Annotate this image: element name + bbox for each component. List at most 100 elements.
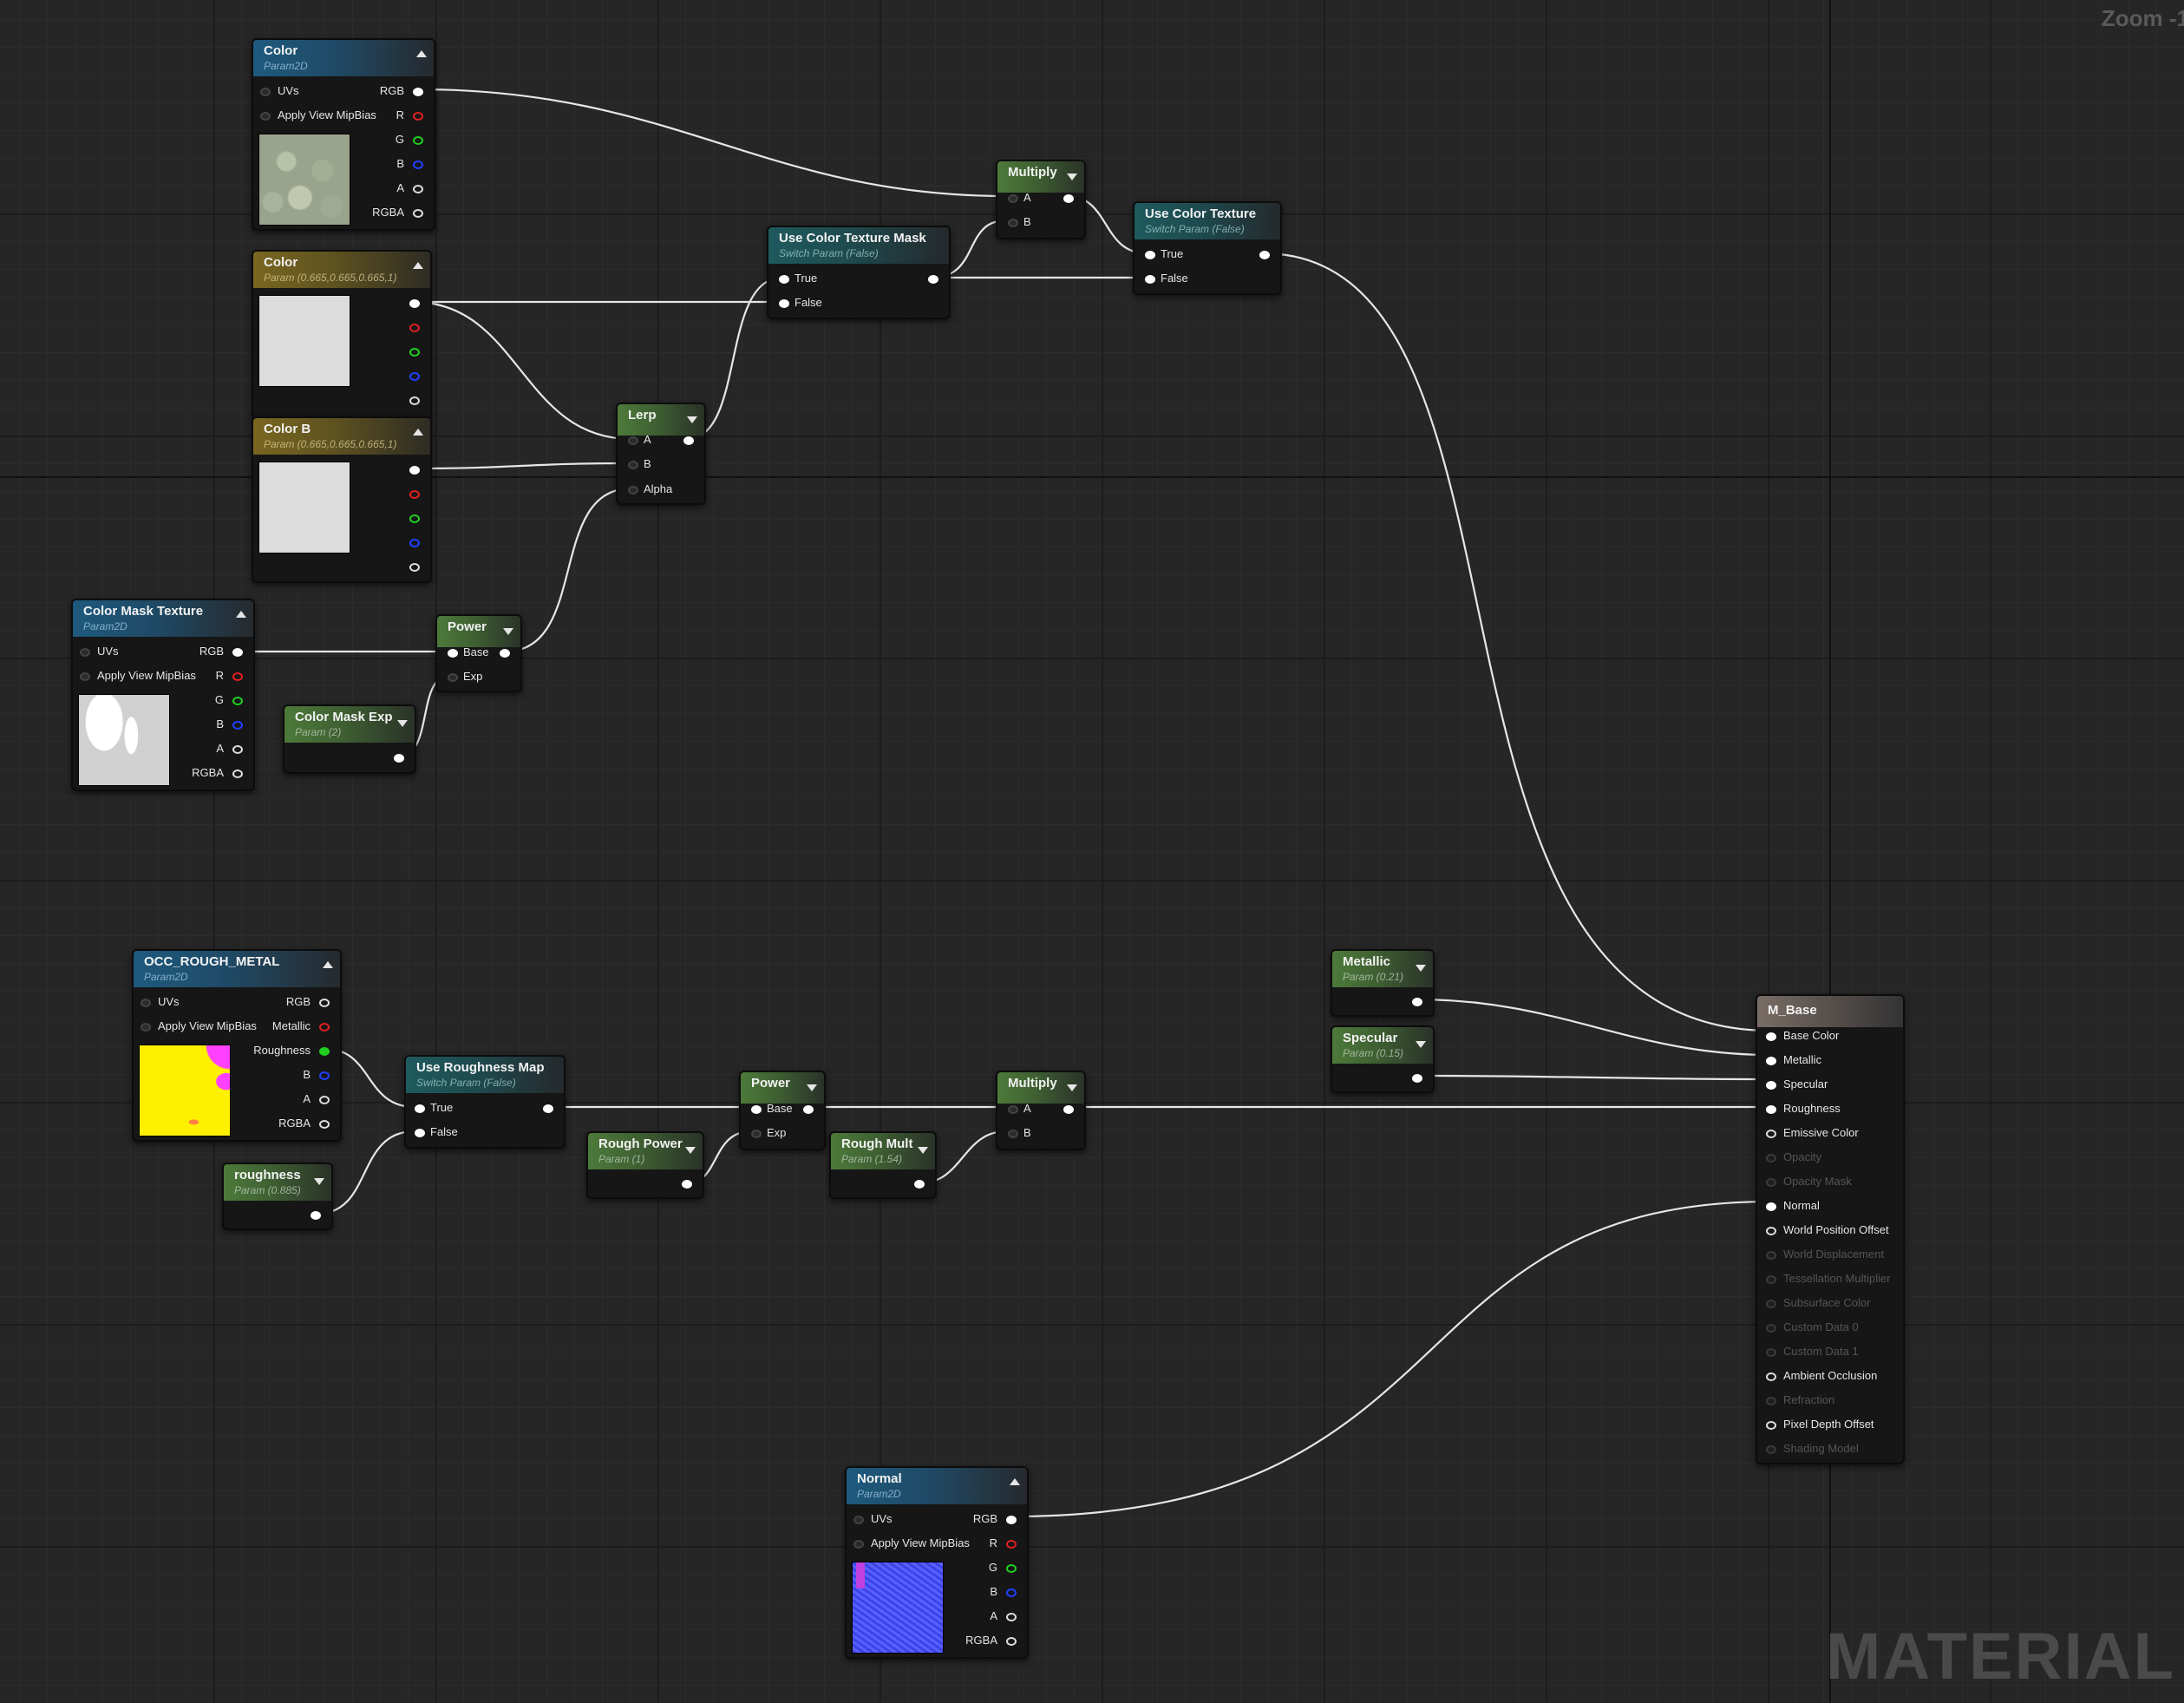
input-pin-exp[interactable] (448, 673, 458, 682)
input-pin-mipbias[interactable] (141, 1023, 151, 1032)
output-pin-rgba[interactable] (319, 1120, 330, 1129)
collapse-arrow-icon[interactable] (685, 1147, 696, 1154)
node-header[interactable]: Color Mask Exp Param (2) (284, 706, 415, 743)
node-header[interactable]: Normal Param2D (847, 1468, 1027, 1504)
input-pin-a[interactable] (1008, 194, 1018, 203)
collapse-arrow-icon[interactable] (1416, 1041, 1426, 1048)
output-pin-r[interactable] (413, 112, 423, 121)
node-header[interactable]: Color Mask Texture Param2D (73, 600, 253, 637)
output-pin-b[interactable] (409, 372, 420, 381)
node-roughness-param[interactable]: roughness Param (0.885) (222, 1163, 333, 1230)
output-pin-r[interactable] (409, 324, 420, 332)
node-multiply-roughness[interactable]: Multiply A B (996, 1071, 1086, 1150)
node-rough-mult-param[interactable]: Rough Mult Param (1.54) (829, 1131, 937, 1199)
output-pin[interactable] (928, 275, 938, 284)
material-input-pin[interactable] (1766, 1251, 1776, 1260)
node-normal-texture[interactable]: Normal Param2D UVs Apply View MipBias RG… (845, 1466, 1029, 1659)
output-pin-roughness[interactable] (319, 1047, 330, 1056)
input-pin-base[interactable] (751, 1105, 762, 1114)
node-header[interactable]: Color Param (0.665,0.665,0.665,1) (253, 252, 430, 288)
input-pin-uvs[interactable] (853, 1516, 864, 1524)
input-pin-false[interactable] (415, 1129, 425, 1137)
output-pin-a[interactable] (409, 396, 420, 405)
node-color-b-param[interactable]: Color B Param (0.665,0.665,0.665,1) (252, 416, 432, 583)
node-header[interactable]: Multiply (997, 161, 1084, 193)
input-pin-false[interactable] (1145, 275, 1155, 284)
node-header[interactable]: Color Param2D (253, 40, 434, 76)
output-pin[interactable] (543, 1104, 553, 1113)
input-pin-mipbias[interactable] (260, 112, 271, 121)
output-pin[interactable] (394, 754, 404, 763)
output-pin-a[interactable] (319, 1096, 330, 1104)
material-input-pin[interactable] (1766, 1324, 1776, 1333)
collapse-arrow-icon[interactable] (1010, 1478, 1020, 1485)
collapse-arrow-icon[interactable] (918, 1147, 928, 1154)
node-header[interactable]: Use Color Texture Mask Switch Param (Fal… (768, 227, 949, 264)
node-header[interactable]: Use Color Texture Switch Param (False) (1135, 203, 1280, 239)
output-pin-r[interactable] (409, 490, 420, 499)
output-pin[interactable] (311, 1211, 321, 1220)
input-pin-base[interactable] (448, 649, 458, 658)
node-occ-rough-metal-texture[interactable]: OCC_ROUGH_METAL Param2D UVs Apply View M… (132, 949, 342, 1142)
material-input-pin[interactable] (1766, 1445, 1776, 1454)
node-header[interactable]: M_Base (1757, 996, 1903, 1027)
node-header[interactable]: Specular Param (0.15) (1332, 1027, 1433, 1064)
output-pin-b[interactable] (413, 160, 423, 169)
collapse-arrow-icon[interactable] (503, 628, 513, 635)
output-pin-rgb[interactable] (232, 648, 243, 657)
material-input-pin[interactable] (1766, 1081, 1776, 1090)
input-pin-alpha[interactable] (628, 486, 638, 495)
node-header[interactable]: roughness Param (0.885) (224, 1164, 331, 1201)
output-pin-g[interactable] (409, 514, 420, 523)
node-metallic-param[interactable]: Metallic Param (0.21) (1331, 949, 1435, 1017)
output-pin-g[interactable] (409, 348, 420, 357)
material-input-pin[interactable] (1766, 1105, 1776, 1114)
output-pin-r[interactable] (1006, 1540, 1017, 1549)
node-header[interactable]: Power (741, 1072, 824, 1104)
material-input-pin[interactable] (1766, 1202, 1776, 1211)
node-use-roughness-map[interactable]: Use Roughness Map Switch Param (False) T… (404, 1055, 566, 1149)
material-input-pin[interactable] (1766, 1032, 1776, 1041)
input-pin-mipbias[interactable] (853, 1540, 864, 1549)
output-pin-g[interactable] (232, 697, 243, 705)
collapse-arrow-icon[interactable] (1416, 965, 1426, 972)
node-header[interactable]: Multiply (997, 1072, 1084, 1104)
collapse-arrow-icon[interactable] (687, 416, 697, 423)
collapse-arrow-icon[interactable] (397, 720, 408, 727)
material-input-pin[interactable] (1766, 1154, 1776, 1163)
input-pin-false[interactable] (779, 299, 789, 308)
output-pin-r[interactable] (232, 672, 243, 681)
output-pin-a[interactable] (232, 745, 243, 754)
output-pin-metallic[interactable] (319, 1023, 330, 1032)
output-pin-b[interactable] (1006, 1588, 1017, 1597)
output-pin[interactable] (1412, 998, 1422, 1006)
output-pin-a[interactable] (409, 563, 420, 572)
node-color-texture[interactable]: Color Param2D UVs Apply View MipBias RGB… (252, 38, 435, 231)
output-pin[interactable] (1063, 194, 1074, 203)
material-input-pin[interactable] (1766, 1178, 1776, 1187)
collapse-arrow-icon[interactable] (314, 1178, 324, 1185)
output-pin-rgba[interactable] (1006, 1637, 1017, 1646)
input-pin-uvs[interactable] (141, 999, 151, 1007)
output-pin-rgb[interactable] (319, 999, 330, 1007)
output-pin-b[interactable] (232, 721, 243, 730)
collapse-arrow-icon[interactable] (416, 50, 427, 57)
node-rough-power-param[interactable]: Rough Power Param (1) (586, 1131, 704, 1199)
material-input-pin[interactable] (1766, 1421, 1776, 1430)
output-pin-a[interactable] (1006, 1613, 1017, 1621)
input-pin-mipbias[interactable] (80, 672, 90, 681)
output-pin-rgb[interactable] (1006, 1516, 1017, 1524)
output-pin[interactable] (683, 436, 694, 445)
node-header[interactable]: Lerp (618, 404, 704, 436)
input-pin-exp[interactable] (751, 1130, 762, 1138)
input-pin-b[interactable] (1008, 219, 1018, 227)
output-pin-g[interactable] (413, 136, 423, 145)
node-header[interactable]: Color B Param (0.665,0.665,0.665,1) (253, 418, 430, 455)
output-pin[interactable] (803, 1105, 814, 1114)
node-color-param[interactable]: Color Param (0.665,0.665,0.665,1) (252, 250, 432, 420)
node-color-mask-texture[interactable]: Color Mask Texture Param2D UVs Apply Vie… (71, 599, 255, 791)
node-header[interactable]: Metallic Param (0.21) (1332, 951, 1433, 987)
node-power-roughness[interactable]: Power Base Exp (739, 1071, 826, 1150)
